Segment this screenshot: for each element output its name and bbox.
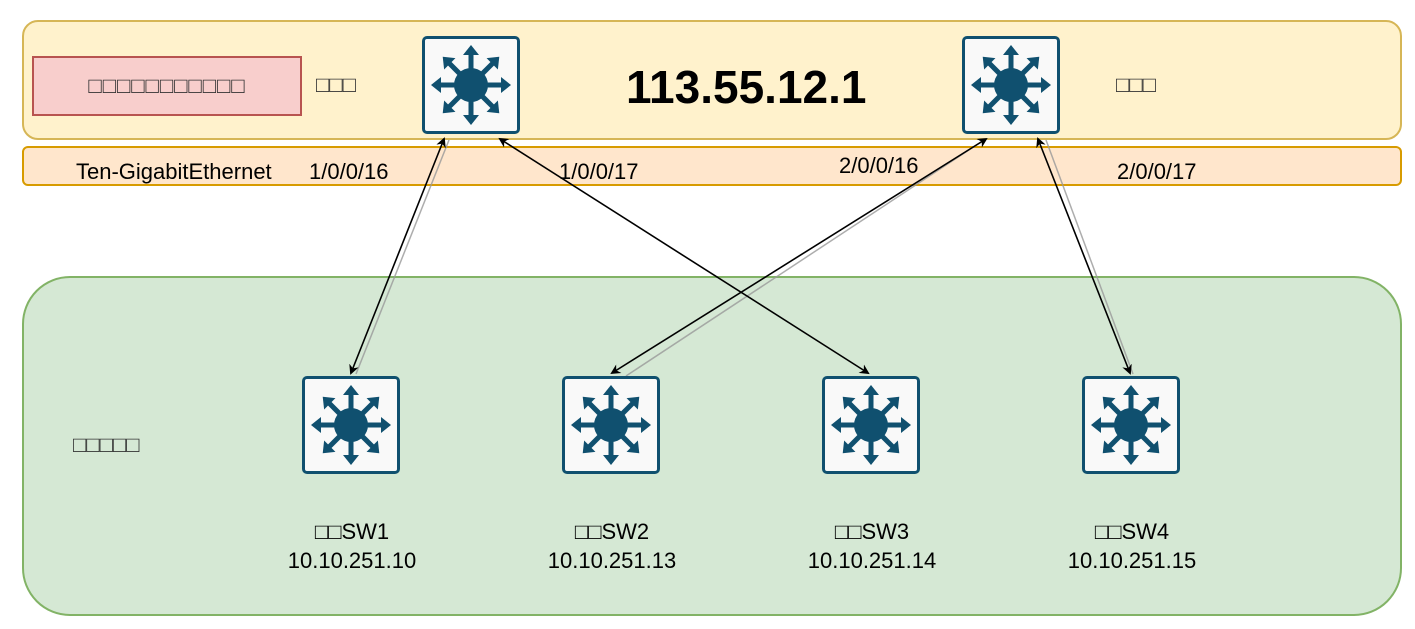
port-interface-name: Ten-GigabitEthernet (76, 159, 272, 184)
core-right-label: □□□ (1116, 72, 1156, 97)
core-layer-title-box: □□□□□□□□□□□ (32, 56, 302, 116)
access-switch-1-caption: □□SW1 10.10.251.10 (252, 517, 452, 575)
access-switch-4-icon[interactable] (1082, 376, 1180, 474)
access-switch-1-icon[interactable] (302, 376, 400, 474)
switch-name: □□SW1 (314, 519, 390, 544)
core-switch-1-icon[interactable] (422, 36, 520, 134)
access-zone-label: □□□□□ (73, 432, 140, 457)
switch-ip: 10.10.251.13 (547, 548, 677, 573)
core-ip-address: 113.55.12.1 (626, 61, 867, 113)
switch-ip: 10.10.251.14 (807, 548, 937, 573)
access-switch-4-caption: □□SW4 10.10.251.15 (1032, 517, 1232, 575)
link-core2-sw4 (1036, 137, 1132, 375)
core-left-label: □□□ (316, 72, 356, 97)
access-switch-2-caption: □□SW2 10.10.251.13 (512, 517, 712, 575)
access-switch-3-caption: □□SW3 10.10.251.14 (772, 517, 972, 575)
switch-name: □□SW4 (1094, 519, 1170, 544)
access-switch-2-icon[interactable] (562, 376, 660, 474)
switch-ip: 10.10.251.10 (287, 548, 417, 573)
switch-ip: 10.10.251.15 (1067, 548, 1197, 573)
link-core2-sw2 (610, 137, 988, 375)
core-switch-2-icon[interactable] (962, 36, 1060, 134)
switch-name: □□SW3 (834, 519, 910, 544)
access-switch-3-icon[interactable] (822, 376, 920, 474)
switch-name: □□SW2 (574, 519, 650, 544)
link-core1-sw1 (349, 137, 446, 375)
